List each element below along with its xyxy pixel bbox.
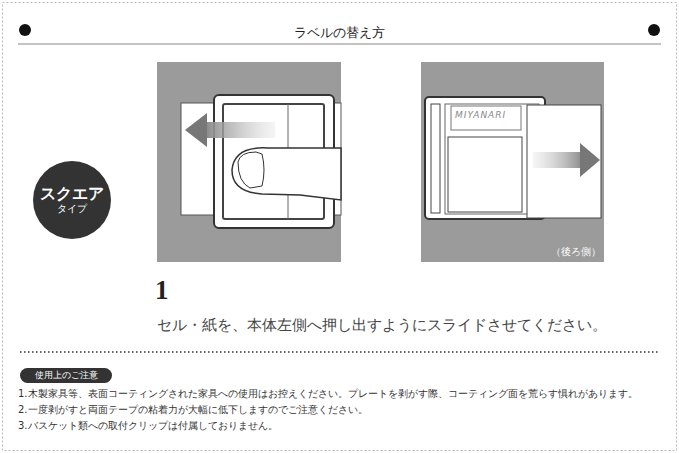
thumb bbox=[232, 148, 341, 200]
pin-dot bbox=[648, 24, 660, 36]
slide-arrow-head bbox=[580, 143, 600, 177]
diagram-title: ラベルの替え方 bbox=[294, 25, 385, 41]
panel bbox=[421, 62, 604, 262]
view-note: （後ろ側） bbox=[551, 246, 601, 258]
tape-area bbox=[448, 137, 522, 212]
notice-pill: 使用上のご注意 bbox=[20, 368, 112, 383]
pin-dot bbox=[19, 24, 31, 36]
page-border bbox=[3, 3, 677, 451]
slot bbox=[431, 104, 440, 213]
brand-text: MIYANARI bbox=[455, 110, 506, 121]
notice-text: 2.一度剥がすと両面テープの粘着力が大幅に低下しますのでご注意ください。 bbox=[18, 404, 368, 416]
title-rule bbox=[18, 44, 661, 45]
step-number: 1 bbox=[155, 274, 169, 306]
separator bbox=[20, 351, 660, 353]
node-subtext: タイプ bbox=[57, 203, 87, 215]
slide-arrow bbox=[533, 152, 583, 168]
slide-arrow-head bbox=[185, 113, 207, 147]
panel bbox=[157, 62, 341, 262]
brand-label bbox=[451, 106, 521, 130]
notice-text: 1.木製家具等、表面コーティングされた家具への使用はお控えください。プレートを剥… bbox=[18, 388, 638, 400]
node-heading: スクエア bbox=[40, 185, 104, 203]
thumbnail bbox=[238, 152, 264, 188]
notice-text: 3.バスケット類への取付クリップは付属しておりません。 bbox=[18, 420, 278, 432]
instruction-text: セル・紙を、本体左側へ押し出すようにスライドさせてください。 bbox=[157, 316, 607, 334]
node-heading: 使用上のご注意 bbox=[35, 370, 98, 380]
back-plate bbox=[445, 104, 539, 214]
label-card bbox=[527, 105, 601, 218]
slide-arrow bbox=[205, 122, 275, 138]
type-badge: スクエアタイプ bbox=[33, 161, 111, 239]
